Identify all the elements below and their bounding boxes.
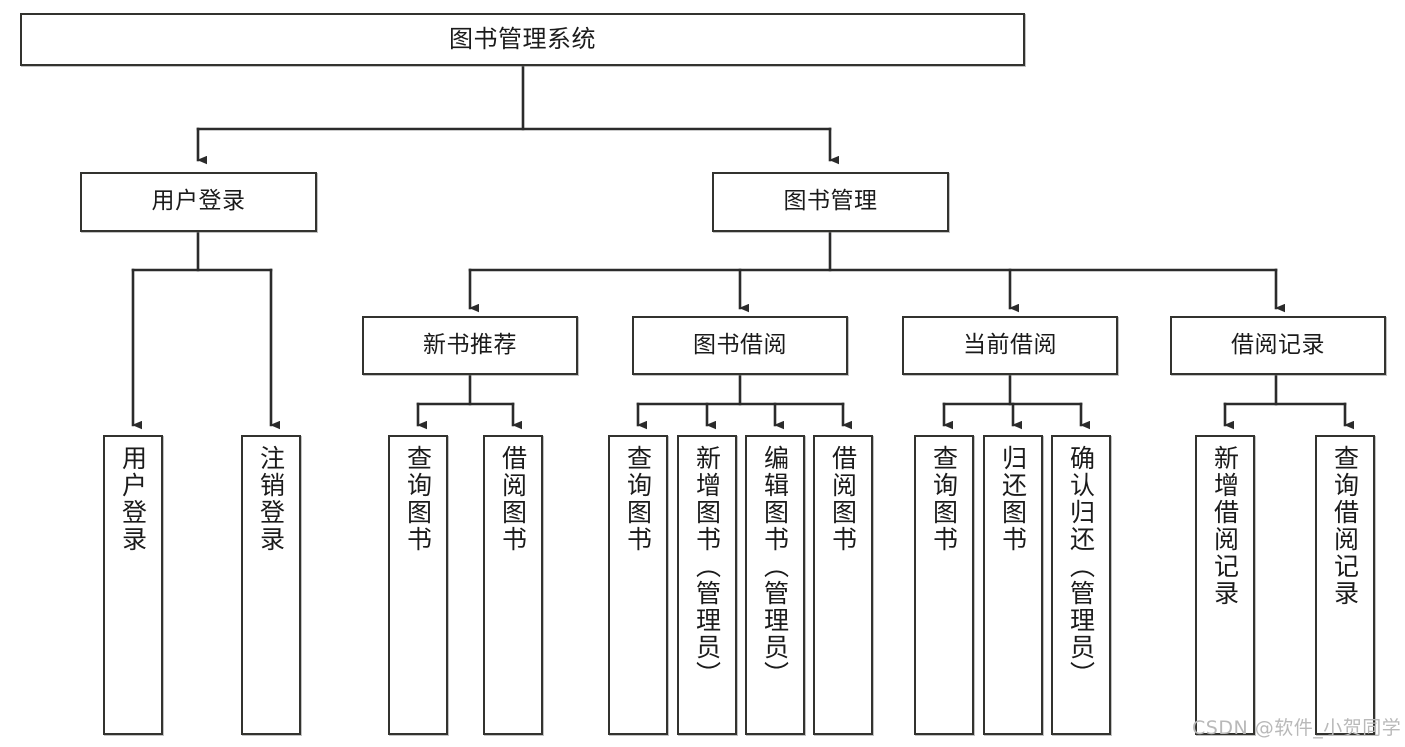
node-label: 确认归还（管理员） — [1066, 445, 1096, 688]
node-label: 借阅记录 — [1231, 331, 1325, 358]
node-label: 用户登录 — [118, 445, 148, 553]
node-label: 新书推荐 — [423, 331, 517, 358]
node-label: 查询图书 — [623, 445, 653, 553]
node-leaf-logout[interactable]: 注销登录 — [241, 435, 301, 735]
node-leaf-confirm-return-admin[interactable]: 确认归还（管理员） — [1051, 435, 1111, 735]
node-label: 图书管理系统 — [449, 25, 596, 54]
node-label: 借阅图书 — [828, 445, 858, 553]
node-leaf-query-borrow-record[interactable]: 查询借阅记录 — [1315, 435, 1375, 735]
node-label: 当前借阅 — [963, 331, 1057, 358]
node-label: 借阅图书 — [498, 445, 528, 553]
node-leaf-add-borrow-record[interactable]: 新增借阅记录 — [1195, 435, 1255, 735]
node-user-login[interactable]: 用户登录 — [80, 172, 317, 232]
node-label: 查询图书 — [929, 445, 959, 553]
node-leaf-edit-book-admin[interactable]: 编辑图书（管理员） — [745, 435, 805, 735]
node-label: 新增图书（管理员） — [692, 445, 722, 688]
node-leaf-borrow-book-2[interactable]: 借阅图书 — [813, 435, 873, 735]
node-leaf-query-book-2[interactable]: 查询图书 — [608, 435, 668, 735]
node-label: 注销登录 — [256, 445, 286, 553]
node-book-manage[interactable]: 图书管理 — [712, 172, 949, 232]
node-new-book-recommend[interactable]: 新书推荐 — [362, 316, 578, 375]
node-label: 用户登录 — [151, 188, 246, 215]
node-current-borrow[interactable]: 当前借阅 — [902, 316, 1118, 375]
node-label: 查询借阅记录 — [1330, 445, 1360, 607]
node-label: 归还图书 — [998, 445, 1028, 553]
node-leaf-query-book-3[interactable]: 查询图书 — [914, 435, 974, 735]
node-label: 图书借阅 — [693, 331, 787, 358]
node-label: 编辑图书（管理员） — [760, 445, 790, 688]
node-leaf-user-login[interactable]: 用户登录 — [103, 435, 163, 735]
node-label: 查询图书 — [403, 445, 433, 553]
node-leaf-query-book-1[interactable]: 查询图书 — [388, 435, 448, 735]
node-label: 新增借阅记录 — [1210, 445, 1240, 607]
node-root-system[interactable]: 图书管理系统 — [20, 13, 1025, 66]
node-label: 图书管理 — [783, 188, 878, 215]
node-leaf-return-book[interactable]: 归还图书 — [983, 435, 1043, 735]
csdn-watermark: CSDN @软件_小贺同学 — [1192, 717, 1402, 739]
node-leaf-add-book-admin[interactable]: 新增图书（管理员） — [677, 435, 737, 735]
node-borrow-record[interactable]: 借阅记录 — [1170, 316, 1386, 375]
node-leaf-borrow-book-1[interactable]: 借阅图书 — [483, 435, 543, 735]
node-book-borrow[interactable]: 图书借阅 — [632, 316, 848, 375]
